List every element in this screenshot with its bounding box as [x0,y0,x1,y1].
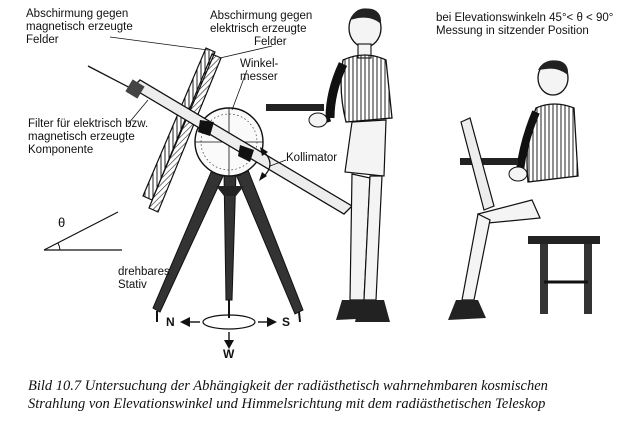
magnetic-shield-label: Abschirmung gegen magnetisch erzeugte Fe… [26,8,133,47]
figure-caption: Bild 10.7 Untersuchung der Abhängigkeit … [28,377,628,413]
protractor-label: Winkel- messer [240,58,278,84]
elevation-note-label: bei Elevationswinkeln 45°< θ < 90° Messu… [436,12,613,38]
tripod [153,160,303,322]
collimator-label: Kollimator [286,152,337,165]
elevation-angle-symbol [44,212,122,250]
electric-shield-label: Abschirmung gegen elektrisch erzeugte Fe… [210,10,312,49]
west-label: W [223,347,234,361]
filter-label: Filter für elektrisch bzw. magnetisch er… [28,118,148,157]
caption-line-2: Strahlung von Elevationswinkel und Himme… [28,395,628,413]
caption-line-1: Bild 10.7 Untersuchung der Abhängigkeit … [28,377,628,395]
tripod-label: drehbares Stativ [118,266,170,292]
north-label: N [166,315,175,329]
stool [528,236,600,314]
south-label: S [282,315,290,329]
theta-label: θ [58,216,65,229]
rotation-arrows [180,315,277,349]
